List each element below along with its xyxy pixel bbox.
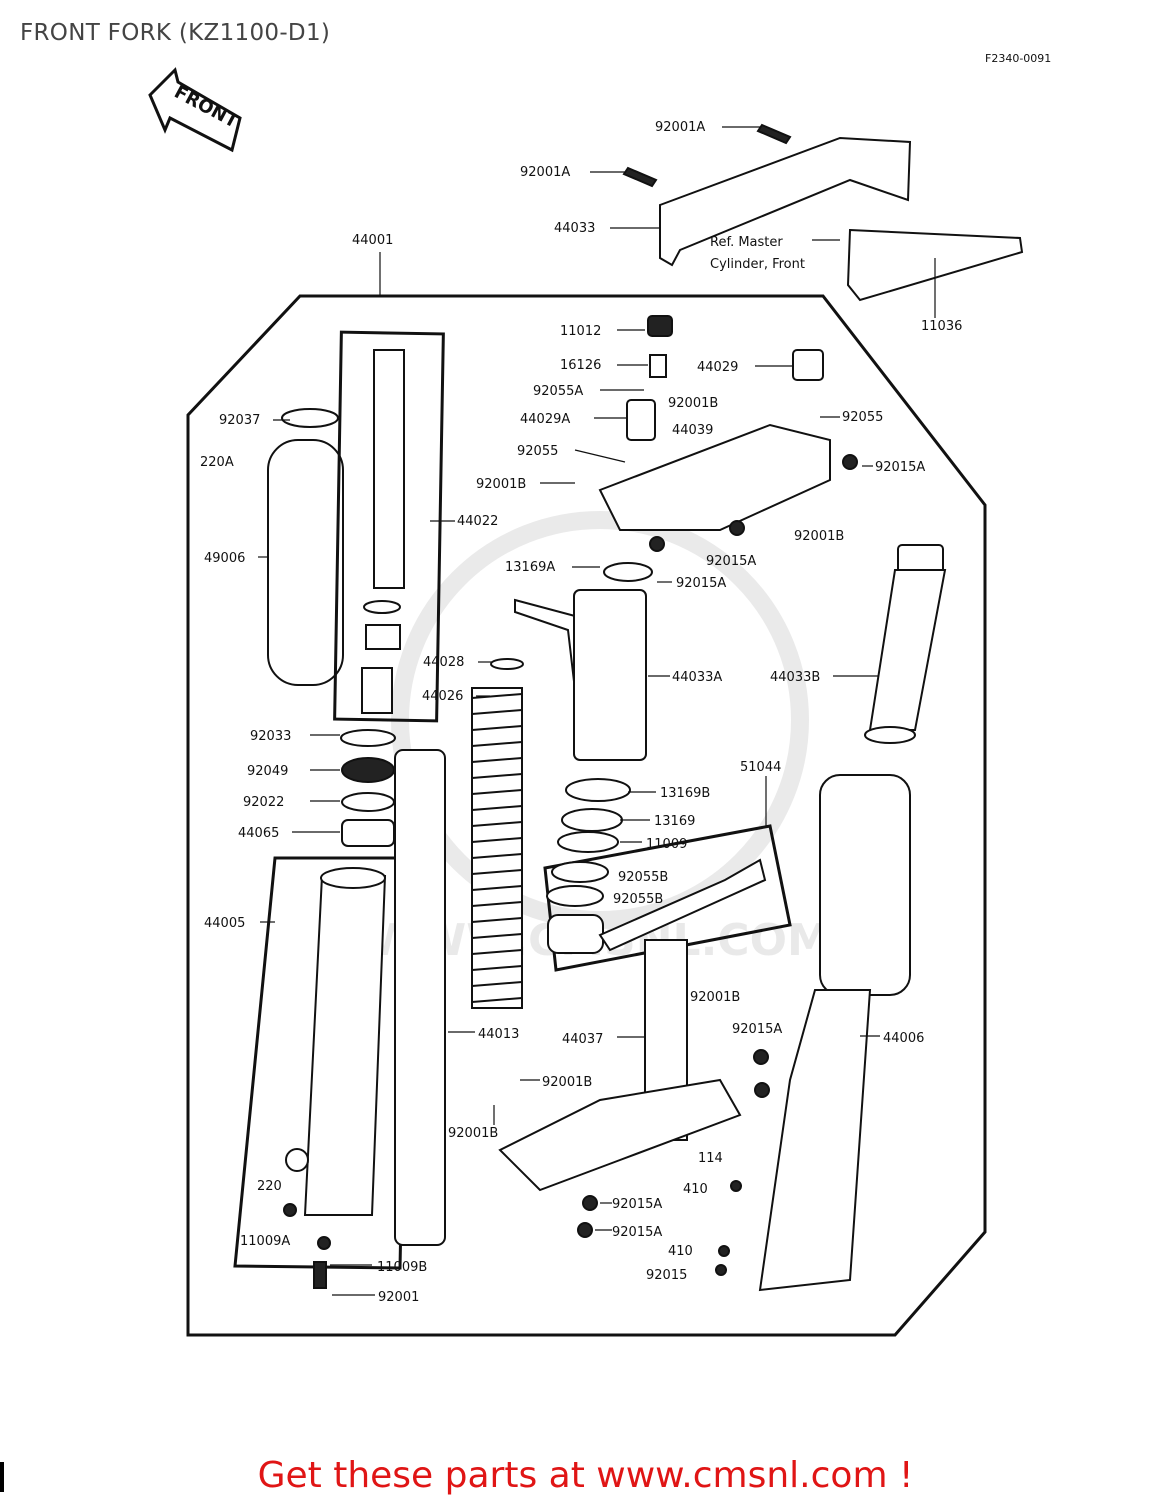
label-114: 114 (698, 1151, 723, 1166)
steering-head-parts (598, 315, 831, 582)
label-44037: 44037 (562, 1032, 603, 1047)
label-13169B: 13169B (660, 786, 710, 801)
label-92001B: 92001B (542, 1075, 592, 1090)
label-44001: 44001 (352, 233, 393, 248)
handlebar-holder-part (622, 123, 1024, 302)
steering-stem-part (498, 939, 742, 1192)
cta-banner[interactable]: Get these parts at www.cmsnl.com ! (0, 1455, 1171, 1496)
small-fasteners (283, 454, 858, 1289)
label-11009: 11009 (646, 837, 687, 852)
label-51044: 51044 (740, 760, 781, 775)
label-44026: 44026 (422, 689, 463, 704)
label-92037: 92037 (219, 413, 260, 428)
label-92001A: 92001A (520, 165, 570, 180)
reference-note: Ref. Master Cylinder, Front (710, 235, 805, 272)
edge-marker (0, 1462, 4, 1492)
label-44006: 44006 (883, 1031, 924, 1046)
label-92055B: 92055B (618, 870, 668, 885)
fork-assembly-right-part (758, 544, 947, 1292)
label-92055B: 92055B (613, 892, 663, 907)
label-92015A: 92015A (732, 1022, 782, 1037)
outer-tube-box (233, 856, 410, 1270)
label-92001B: 92001B (690, 990, 740, 1005)
outer-tube-left-part (285, 867, 387, 1216)
label-92001A: 92001A (655, 120, 705, 135)
damper-rod-part (394, 749, 446, 1246)
label-410: 410 (668, 1244, 693, 1259)
label-11009A: 11009A (240, 1234, 290, 1249)
label-49006: 49006 (204, 551, 245, 566)
label-410: 410 (683, 1182, 708, 1197)
label-92015A: 92015A (612, 1225, 662, 1240)
label-92001B: 92001B (668, 396, 718, 411)
label-13169: 13169 (654, 814, 695, 829)
label-92033: 92033 (250, 729, 291, 744)
label-11012: 11012 (560, 324, 601, 339)
leader-lines (258, 126, 936, 1296)
inner-tube-box (333, 330, 445, 723)
label-92001B: 92001B (476, 477, 526, 492)
label-44065: 44065 (238, 826, 279, 841)
label-16126: 16126 (560, 358, 601, 373)
label-44028: 44028 (423, 655, 464, 670)
cta-link[interactable]: Get these parts at www.cmsnl.com ! (257, 1455, 914, 1496)
label-92001B: 92001B (448, 1126, 498, 1141)
label-13169A: 13169A (505, 560, 555, 575)
label-92001B: 92001B (794, 529, 844, 544)
label-44033A: 44033A (672, 670, 722, 685)
fork-spring-part (471, 658, 524, 1009)
ref-note-line: Cylinder, Front (710, 257, 805, 272)
label-44029A: 44029A (520, 412, 570, 427)
label-92055: 92055 (517, 444, 558, 459)
label-44005: 44005 (204, 916, 245, 931)
label-92015: 92015 (646, 1268, 687, 1283)
label-220A: 220A (200, 455, 234, 470)
label-44039: 44039 (672, 423, 713, 438)
inner-tube-part (361, 349, 405, 714)
assembly-outline (186, 294, 987, 1337)
part-labels: 92001A 92001A 44033 11036 44001 11012 16… (200, 120, 962, 1305)
label-92015A: 92015A (676, 576, 726, 591)
label-92015A: 92015A (706, 554, 756, 569)
label-44029: 44029 (697, 360, 738, 375)
fork-boot-part (267, 408, 344, 686)
exploded-parts-diagram: WWW.CMSNL.COM FRONT (148, 67, 1024, 1337)
label-44033: 44033 (554, 221, 595, 236)
label-11036: 11036 (921, 319, 962, 334)
ref-note-line: Ref. Master (710, 235, 783, 250)
label-11009B: 11009B (377, 1260, 427, 1275)
label-220: 220 (257, 1179, 282, 1194)
diagram-code: F2340-0091 (985, 52, 1052, 65)
headlight-bracket-part (514, 589, 647, 853)
stem-bearing-part (546, 858, 767, 954)
label-44033B: 44033B (770, 670, 820, 685)
label-44022: 44022 (457, 514, 498, 529)
label-44013: 44013 (478, 1027, 519, 1042)
label-92001: 92001 (378, 1290, 419, 1305)
label-92015A: 92015A (875, 460, 925, 475)
label-92022: 92022 (243, 795, 284, 810)
label-92055A: 92055A (533, 384, 583, 399)
label-92049: 92049 (247, 764, 288, 779)
page-title: FRONT FORK (KZ1100-D1) (20, 20, 331, 46)
label-92055: 92055 (842, 410, 883, 425)
front-arrow-icon: FRONT (148, 67, 242, 153)
seal-stack (340, 729, 396, 847)
label-92015A: 92015A (612, 1197, 662, 1212)
